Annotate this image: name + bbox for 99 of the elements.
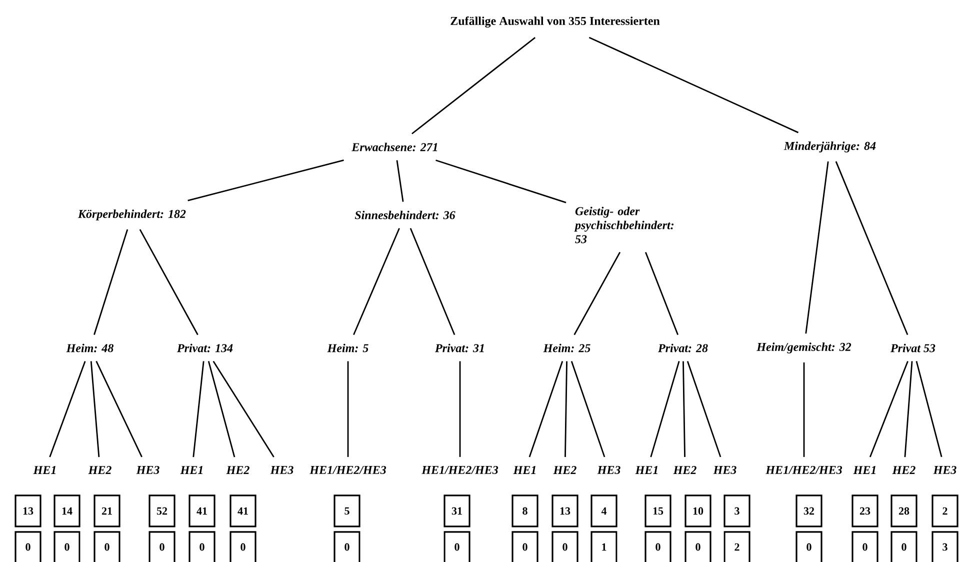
category-label: Heim: 48 xyxy=(66,344,114,352)
number-box: 52 xyxy=(148,494,176,528)
number-box: 10 xyxy=(684,494,712,528)
number-box: 3 xyxy=(932,531,958,562)
category-label: Körperbehindert: 182 xyxy=(78,210,186,220)
number-box: 0 xyxy=(552,531,578,562)
number-box: 8 xyxy=(512,494,538,528)
group-label: HE1 xyxy=(635,466,658,474)
connector-line xyxy=(644,252,678,335)
connector-line xyxy=(904,361,913,458)
group-label: HE3 xyxy=(933,466,956,474)
category-label: Privat: 134 xyxy=(177,344,233,352)
category-label: Privat 53 xyxy=(890,344,936,352)
connector-line xyxy=(459,361,461,457)
category-label: Erwachsene: 271 xyxy=(352,142,438,152)
number-box: 5 xyxy=(334,494,360,528)
number-box: 2 xyxy=(724,531,750,562)
connector-line xyxy=(212,360,274,458)
connector-line xyxy=(412,36,536,134)
number-box: 13 xyxy=(552,494,578,528)
number-box: 3 xyxy=(724,494,750,528)
group-label: HE3 xyxy=(713,466,736,474)
number-box: 31 xyxy=(444,494,470,528)
number-box: 23 xyxy=(852,494,878,528)
number-box: 0 xyxy=(852,531,878,562)
category-label: Heim: 25 xyxy=(543,344,590,352)
group-label: HE2 xyxy=(553,466,576,474)
group-label: HE1/HE2/HE3 xyxy=(422,466,498,474)
number-box: 0 xyxy=(230,531,256,562)
number-box: 32 xyxy=(796,494,822,528)
number-box: 0 xyxy=(148,531,176,562)
group-label: HE1 xyxy=(853,466,876,474)
connector-line xyxy=(96,360,142,458)
number-box: 0 xyxy=(188,531,216,562)
connector-line xyxy=(49,361,86,458)
connector-line xyxy=(650,361,680,458)
connector-line xyxy=(188,160,344,202)
connector-line xyxy=(139,229,198,336)
number-box: 14 xyxy=(54,494,80,528)
number-box: 0 xyxy=(14,531,42,562)
connector-line xyxy=(90,361,100,458)
group-label: HE1 xyxy=(180,466,202,474)
number-box: 0 xyxy=(54,531,80,562)
connector-line xyxy=(436,160,566,204)
number-box: 13 xyxy=(14,494,42,528)
number-box: 4 xyxy=(590,494,618,528)
connector-line xyxy=(835,161,908,336)
group-label: HE3 xyxy=(270,466,294,474)
group-label: HE2 xyxy=(88,466,112,474)
connector-line xyxy=(916,361,942,458)
group-label: HE2 xyxy=(673,466,696,474)
connector-line xyxy=(805,161,829,334)
category-label: Privat: 31 xyxy=(435,344,484,352)
category-label: Minderjährige: 84 xyxy=(784,142,876,152)
number-box: 0 xyxy=(890,531,918,562)
number-box: 21 xyxy=(94,494,120,528)
number-box: 41 xyxy=(230,494,256,528)
group-label: HE2 xyxy=(892,466,916,474)
connector-line xyxy=(347,361,349,457)
number-box: 0 xyxy=(512,531,538,562)
category-label: Geistig- oder psychischbehindert: 53 xyxy=(574,206,674,244)
connector-line xyxy=(682,361,686,458)
connector-line xyxy=(869,360,908,458)
number-box: 1 xyxy=(590,531,618,562)
category-label: Sinnesbehindert: 36 xyxy=(354,210,456,220)
number-box: 0 xyxy=(334,531,360,562)
category-label: Heim: 5 xyxy=(327,344,368,352)
group-label: HE2 xyxy=(226,466,250,474)
connector-line xyxy=(208,361,236,458)
number-box: 41 xyxy=(188,494,216,528)
connector-line xyxy=(192,361,204,458)
heading-text: Zufällige Auswahl von 355 Interessierten xyxy=(450,16,660,28)
number-box: 28 xyxy=(890,494,918,528)
group-label: HE1 xyxy=(513,466,536,474)
connector-line xyxy=(528,361,564,458)
group-label: HE1/HE2/HE3 xyxy=(766,466,842,474)
connector-line xyxy=(574,252,621,336)
group-label: HE3 xyxy=(597,466,620,474)
connector-line xyxy=(396,160,404,202)
connector-line xyxy=(803,362,805,457)
number-box: 2 xyxy=(932,494,958,528)
number-box: 0 xyxy=(644,531,672,562)
connector-line xyxy=(686,361,722,458)
connector-line xyxy=(588,36,799,134)
group-label: HE1 xyxy=(33,466,56,474)
connector-line xyxy=(564,361,568,458)
connector-line xyxy=(410,228,456,335)
number-box: 0 xyxy=(796,531,822,562)
group-label: HE3 xyxy=(136,466,160,474)
number-box: 15 xyxy=(644,494,672,528)
number-box: 0 xyxy=(94,531,120,562)
group-label: HE1/HE2/HE3 xyxy=(310,466,386,474)
connector-line xyxy=(94,229,128,335)
number-box: 0 xyxy=(684,531,712,562)
category-label: Privat: 28 xyxy=(658,344,708,352)
connector-line xyxy=(570,361,606,458)
category-label: Heim/gemischt: 32 xyxy=(756,342,852,354)
connector-line xyxy=(353,228,400,336)
number-box: 0 xyxy=(444,531,470,562)
